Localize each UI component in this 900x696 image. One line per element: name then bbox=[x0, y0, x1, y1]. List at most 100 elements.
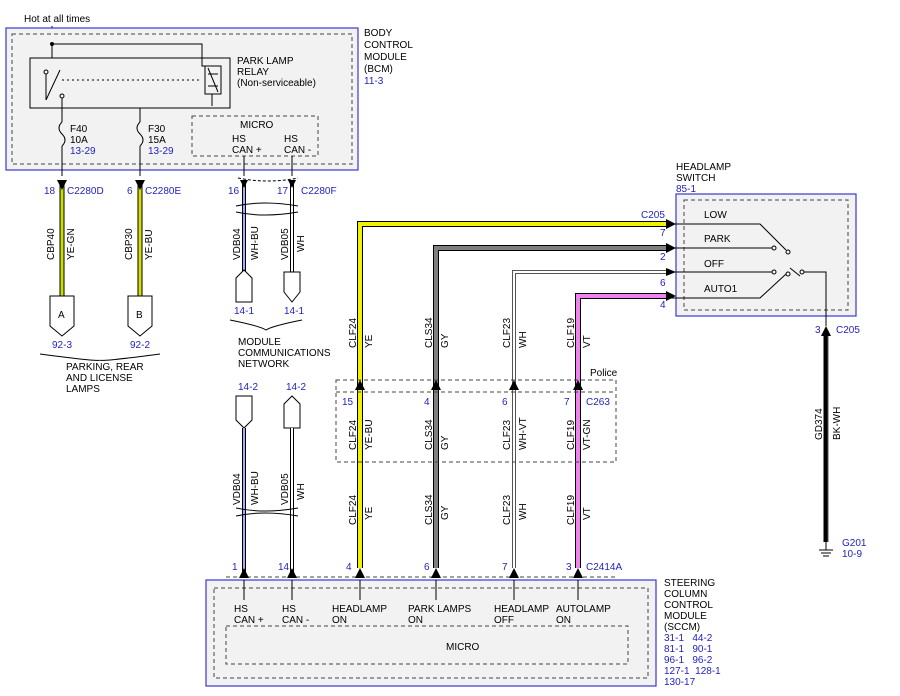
w-clf24-col1: YE bbox=[364, 334, 375, 348]
bcm-title-1: BODY bbox=[364, 28, 393, 39]
ground-pin: 3 bbox=[815, 325, 821, 336]
sccm-ref-1: 31-1 44-2 bbox=[664, 633, 713, 644]
police-pin-6: 6 bbox=[502, 397, 508, 408]
wire-vdb04-top-color: WH-BU bbox=[250, 226, 261, 260]
w-clf24-col3: YE bbox=[364, 506, 375, 520]
w-clf24-c1: CLF24 bbox=[348, 318, 359, 348]
net-ref-top-2: 14-1 bbox=[284, 306, 304, 317]
conn-c2280d: C2280D bbox=[67, 186, 104, 197]
lamps-note-1: PARKING, REAR bbox=[66, 362, 144, 373]
w-clf23-c2: CLF23 bbox=[502, 420, 513, 450]
sccm-in-4-l2: ON bbox=[408, 615, 423, 626]
bcm-title-3: MODULE bbox=[364, 52, 407, 63]
network-note-3: NETWORK bbox=[238, 359, 289, 370]
pin-17: 17 bbox=[277, 186, 289, 197]
wire-vdb05-bottom-color: WH bbox=[296, 483, 307, 500]
w-cls34-col3: GY bbox=[440, 505, 451, 520]
sccm-pin-7: 7 bbox=[502, 562, 508, 573]
fuse-f30-name: F30 bbox=[148, 124, 166, 135]
conn-b-letter: B bbox=[136, 310, 143, 321]
bcm-can-minus-l1: HS bbox=[284, 134, 298, 145]
w-cls34-col2: GY bbox=[440, 435, 451, 450]
sccm-in-6-l1: AUTOLAMP bbox=[556, 604, 611, 615]
wire-cbp30-color: YE-BU bbox=[144, 229, 155, 260]
fuse-f30-rating: 15A bbox=[148, 135, 166, 146]
conn-a-ref: 92-3 bbox=[52, 340, 72, 351]
wire-cbp40-color: YE-GN bbox=[66, 228, 77, 260]
pin-16: 16 bbox=[228, 186, 240, 197]
sccm-title-4: MODULE bbox=[664, 611, 707, 622]
lamps-note-3: LAMPS bbox=[66, 384, 100, 395]
sccm-ref-3: 96-1 96-2 bbox=[664, 655, 713, 666]
network-note-1: MODULE bbox=[238, 337, 281, 348]
sccm-ref-2: 81-1 90-1 bbox=[664, 644, 713, 655]
sccm-in-3-l1: HEADLAMP bbox=[332, 604, 387, 615]
wire-vdb04-bottom-color: WH-BU bbox=[250, 471, 261, 505]
fuse-f40-name: F40 bbox=[70, 124, 88, 135]
w-clf19-col3: VT bbox=[582, 507, 593, 520]
police-pin-7: 7 bbox=[564, 397, 570, 408]
lamps-note-2: AND LICENSE bbox=[66, 373, 133, 384]
fuse-f40-rating: 10A bbox=[70, 135, 88, 146]
relay-title-3: (Non-serviceable) bbox=[237, 78, 316, 89]
w-clf19-c3: CLF19 bbox=[566, 495, 577, 525]
w-clf24-col2: YE-BU bbox=[364, 419, 375, 450]
police-box bbox=[335, 379, 617, 463]
wire-vdb04-bottom-circuit: VDB04 bbox=[232, 473, 243, 505]
w-clf23-c1: CLF23 bbox=[502, 318, 513, 348]
ground-ref: 10-9 bbox=[842, 549, 862, 560]
switch-pos-off: OFF bbox=[704, 259, 724, 270]
sccm-in-5-l2: OFF bbox=[494, 615, 514, 626]
wire-vdb04-top-circuit: VDB04 bbox=[232, 228, 243, 260]
sccm-ref-4: 127-1 128-1 bbox=[664, 666, 721, 677]
w-clf23-col1: WH bbox=[518, 331, 529, 348]
sccm-in-4-l1: PARK LAMPS bbox=[408, 604, 471, 615]
sccm-in-5-l1: HEADLAMP bbox=[494, 604, 549, 615]
switch-pos-low: LOW bbox=[704, 210, 727, 221]
ground-color: BK-WH bbox=[832, 407, 843, 440]
bcm-module: BODY CONTROL MODULE (BCM) 11-3 PARK LAMP… bbox=[5, 27, 413, 176]
police-label: Police bbox=[590, 368, 618, 379]
switch-pin-2: 2 bbox=[660, 252, 666, 263]
relay-title-1: PARK LAMP bbox=[237, 56, 294, 67]
ground-circuit: GD374 bbox=[814, 408, 825, 440]
hot-at-all-times-label: Hot at all times bbox=[24, 14, 90, 25]
conn-c2280f: C2280F bbox=[301, 186, 337, 197]
net-ref-bottom-1: 14-2 bbox=[238, 382, 258, 393]
net-ref-bottom-2: 14-2 bbox=[286, 382, 306, 393]
police-pin-4: 4 bbox=[424, 397, 430, 408]
sccm-in-3-l2: ON bbox=[332, 615, 347, 626]
wire-clf24-arrow bbox=[666, 219, 676, 229]
sccm-title-1: STEERING bbox=[664, 578, 715, 589]
wire-vdb05-top-circuit: VDB05 bbox=[280, 228, 291, 260]
sccm-micro-label: MICRO bbox=[446, 642, 480, 653]
relay-title-2: RELAY bbox=[237, 67, 269, 78]
fuse-f40-ref: 13-29 bbox=[70, 146, 96, 157]
police-pin-15: 15 bbox=[342, 397, 354, 408]
switch-title-1: HEADLAMP bbox=[676, 162, 731, 173]
sccm-pin-14: 14 bbox=[278, 562, 290, 573]
w-clf19-c1: CLF19 bbox=[566, 318, 577, 348]
bcm-can-plus-l1: HS bbox=[232, 134, 246, 145]
wire-cbp40-circuit: CBP40 bbox=[46, 228, 57, 260]
wire-vdb05-bottom-circuit: VDB05 bbox=[280, 473, 291, 505]
sccm-pin-6: 6 bbox=[424, 562, 430, 573]
sccm-title-2: COLUMN bbox=[664, 589, 707, 600]
sccm-pin-3: 3 bbox=[566, 562, 572, 573]
bcm-ref: 11-3 bbox=[364, 76, 384, 87]
bcm-can-minus-l2: CAN - bbox=[284, 145, 311, 156]
sccm-in-1-l1: HS bbox=[234, 604, 248, 615]
w-cls34-c2: CLS34 bbox=[424, 419, 435, 450]
bcm-can-plus-l2: CAN + bbox=[232, 145, 262, 156]
w-clf24-c3: CLF24 bbox=[348, 495, 359, 525]
ground-name: G201 bbox=[842, 538, 867, 549]
police-conn: C263 bbox=[586, 397, 610, 408]
sccm-conn: C2414A bbox=[586, 562, 622, 573]
headlamp-switch: HEADLAMP SWITCH 85-1 C205 LOW PARK OFF A… bbox=[641, 162, 857, 326]
w-clf23-col2: WH-VT bbox=[518, 417, 529, 450]
conn-b-ref: 92-2 bbox=[130, 340, 150, 351]
bcm-title-2: CONTROL bbox=[364, 40, 413, 51]
ground-conn: C205 bbox=[836, 325, 860, 336]
sccm-pin-1: 1 bbox=[232, 562, 238, 573]
w-clf23-c3: CLF23 bbox=[502, 495, 513, 525]
